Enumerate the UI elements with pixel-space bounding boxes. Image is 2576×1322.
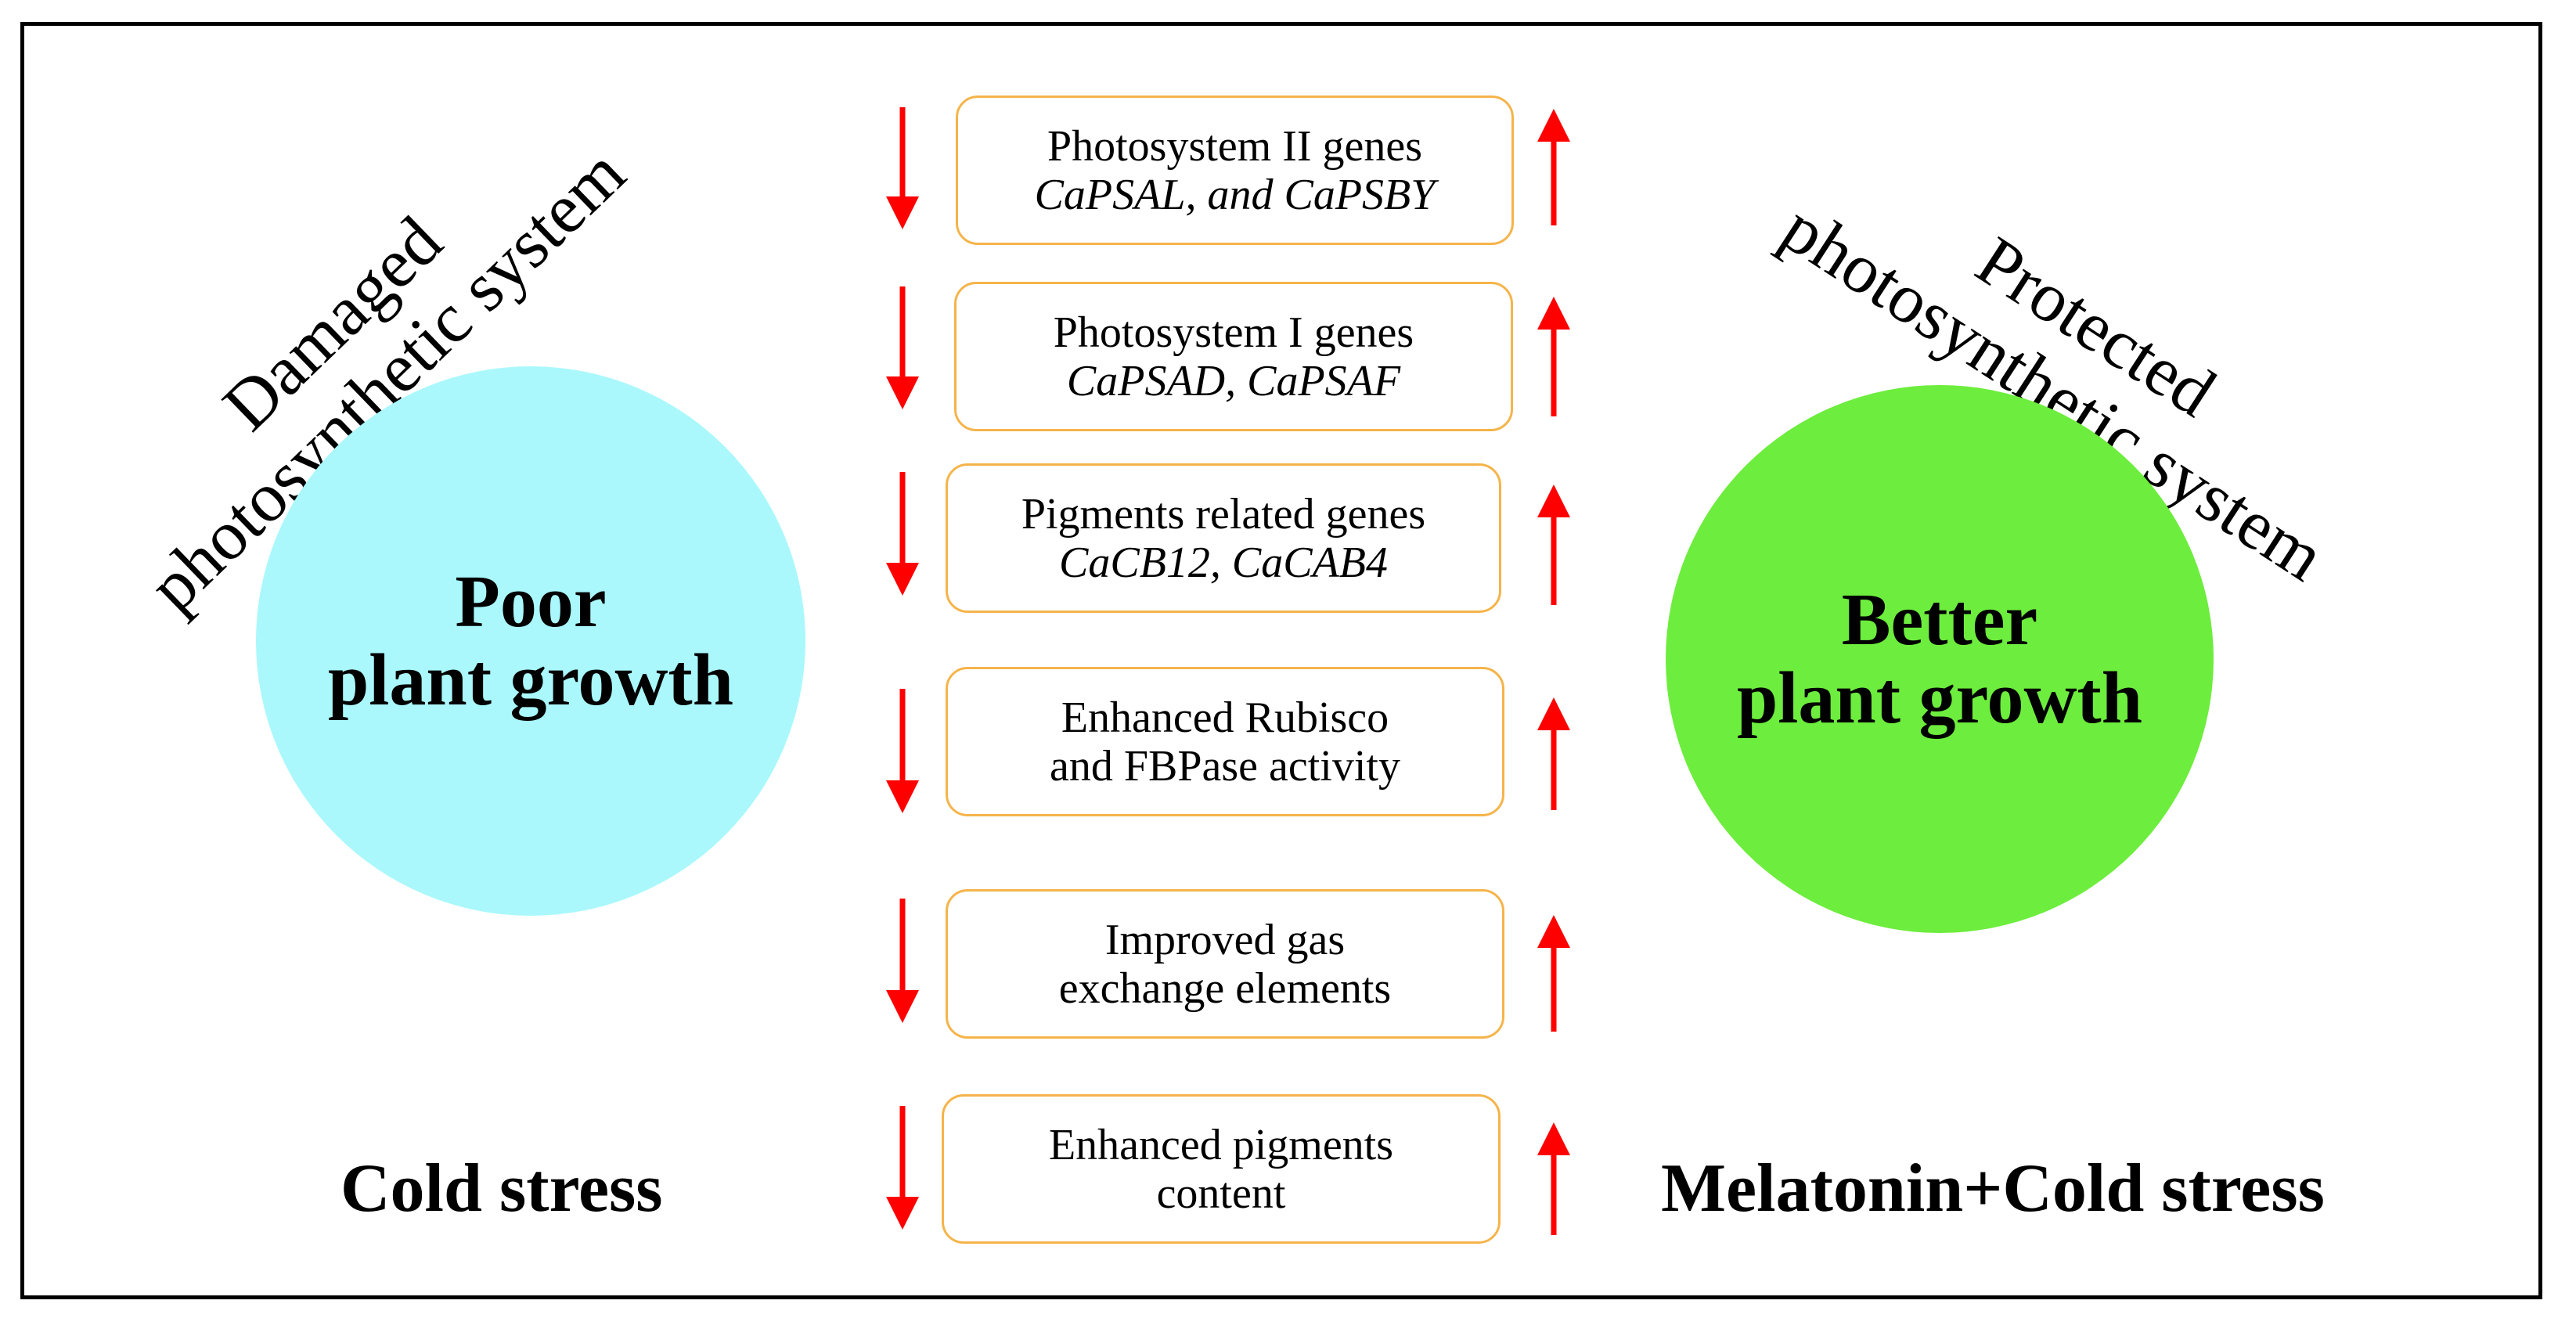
box-line2: content [1156, 1169, 1286, 1218]
poor-growth-line1: Poor [455, 561, 607, 643]
poor-growth-circle: Poor plant growth [256, 366, 805, 916]
better-growth-line2: plant growth [1737, 657, 2142, 739]
better-growth-circle: Better plant growth [1666, 385, 2214, 933]
box-line2: CaPSAL, and CaPSBY [1034, 170, 1436, 219]
poor-growth-line2: plant growth [328, 639, 733, 721]
box-line1: Enhanced Rubisco [1061, 693, 1389, 742]
box-line1: Photosystem I genes [1053, 308, 1414, 357]
box-pigment-content: Enhanced pigments content [942, 1094, 1501, 1244]
box-line1: Enhanced pigments [1048, 1120, 1394, 1169]
diagram-frame [20, 22, 2542, 1299]
box-photosystem-ii: Photosystem II genes CaPSAL, and CaPSBY [956, 95, 1514, 245]
box-rubisco-fbpase: Enhanced Rubisco and FBPase activity [946, 667, 1504, 816]
box-line2: CaPSAD, CaPSAF [1066, 356, 1401, 405]
box-line2: CaCB12, CaCAB4 [1058, 538, 1389, 587]
box-line1: Improved gas [1104, 915, 1346, 964]
box-line1: Pigments related genes [1021, 489, 1426, 539]
box-line1: Photosystem II genes [1047, 121, 1423, 171]
box-photosystem-i: Photosystem I genes CaPSAD, CaPSAF [954, 282, 1513, 431]
box-gas-exchange: Improved gas exchange elements [946, 889, 1504, 1039]
box-line2: and FBPase activity [1050, 741, 1400, 791]
melatonin-cold-stress-label: Melatonin+Cold stress [1661, 1151, 2325, 1227]
box-line2: exchange elements [1058, 964, 1392, 1013]
cold-stress-label: Cold stress [340, 1151, 663, 1227]
box-pigment-genes: Pigments related genes CaCB12, CaCAB4 [946, 463, 1501, 613]
better-growth-line1: Better [1841, 579, 2038, 661]
